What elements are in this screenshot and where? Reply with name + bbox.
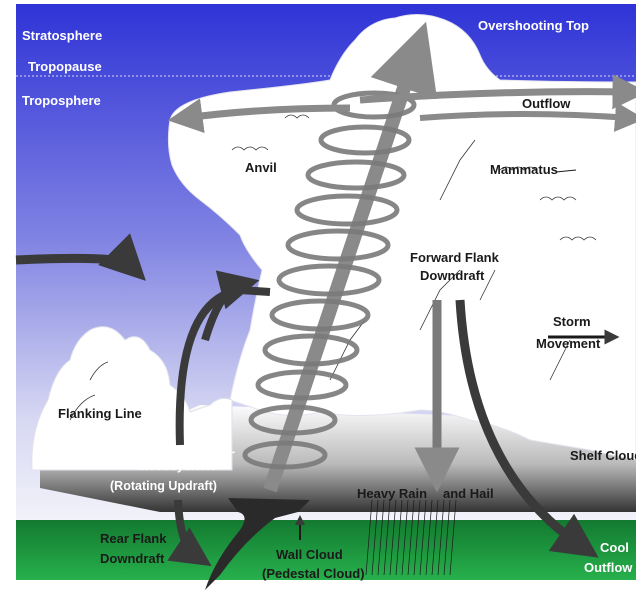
label-troposphere: Troposphere <box>22 93 101 108</box>
label-storm: Storm <box>553 314 591 329</box>
label-mammatus: Mammatus <box>490 162 558 177</box>
label-shelf-cloud: Shelf Cloud <box>570 448 636 463</box>
label-overshooting-top: Overshooting Top <box>478 18 589 33</box>
label-heavy-rain: Heavy Rain <box>357 486 427 501</box>
label-pedestal-cloud: (Pedestal Cloud) <box>262 566 365 581</box>
label-storm-movement: Movement <box>536 336 601 351</box>
label-wall-cloud: Wall Cloud <box>276 547 343 562</box>
label-stratosphere: Stratosphere <box>22 28 102 43</box>
label-and-hail: and Hail <box>443 486 494 501</box>
label-mesocyclone: Mesocyclone <box>138 459 217 473</box>
label-rear-flank-downdraft: Downdraft <box>100 551 165 566</box>
label-cool-outflow: Outflow <box>584 560 633 575</box>
label-forward-flank-downdraft: Downdraft <box>420 268 485 283</box>
label-anvil: Anvil <box>245 160 277 175</box>
label-cool: Cool <box>600 540 629 555</box>
label-rotating-updraft: (Rotating Updraft) <box>110 479 217 493</box>
label-outflow: Outflow <box>522 96 571 111</box>
label-forward-flank: Forward Flank <box>410 250 500 265</box>
label-rear-flank: Rear Flank <box>100 531 167 546</box>
label-tropopause: Tropopause <box>28 59 102 74</box>
label-flanking-line: Flanking Line <box>58 406 142 421</box>
